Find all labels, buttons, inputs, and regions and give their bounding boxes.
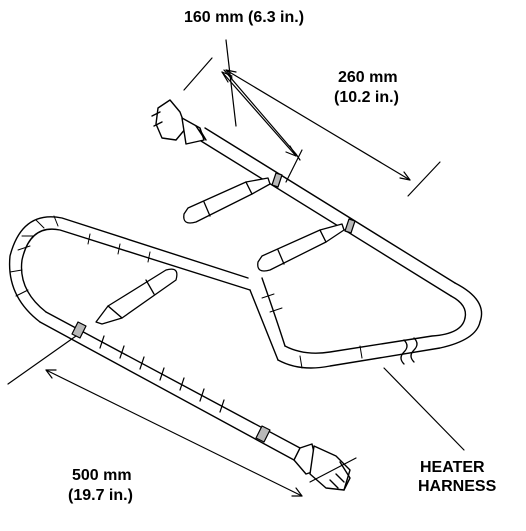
dimension-160: [183, 39, 303, 183]
lower-plug: [293, 443, 351, 491]
loop-tape-wraps: [9, 215, 363, 369]
upper-tape-marks: [271, 172, 356, 234]
marker-pen-1: [183, 177, 271, 224]
dim-260-label-line1: 260 mm: [338, 69, 398, 86]
callout-heater: HEATER: [420, 459, 485, 476]
dim-160-label: 160 mm (6.3 in.): [184, 9, 304, 26]
dimension-260: [225, 69, 441, 197]
dim-500-label-line1: 500 mm: [72, 467, 132, 484]
upper-cable: [200, 127, 483, 323]
marker-pen-3: [95, 268, 178, 325]
lower-tape-marks: [71, 321, 271, 443]
dimension-500: [7, 335, 357, 497]
dim-500-label-line2: (19.7 in.): [68, 487, 133, 504]
upper-connector: [151, 99, 207, 145]
lower-cable: [39, 311, 301, 461]
dim-260-label-line2: (10.2 in.): [334, 89, 399, 106]
callout-harness: HARNESS: [418, 478, 497, 495]
heater-harness-leader: [383, 367, 465, 451]
harness-loop: [8, 216, 481, 369]
marker-pen-2: [257, 223, 345, 272]
loop-break-mark: [400, 337, 418, 365]
